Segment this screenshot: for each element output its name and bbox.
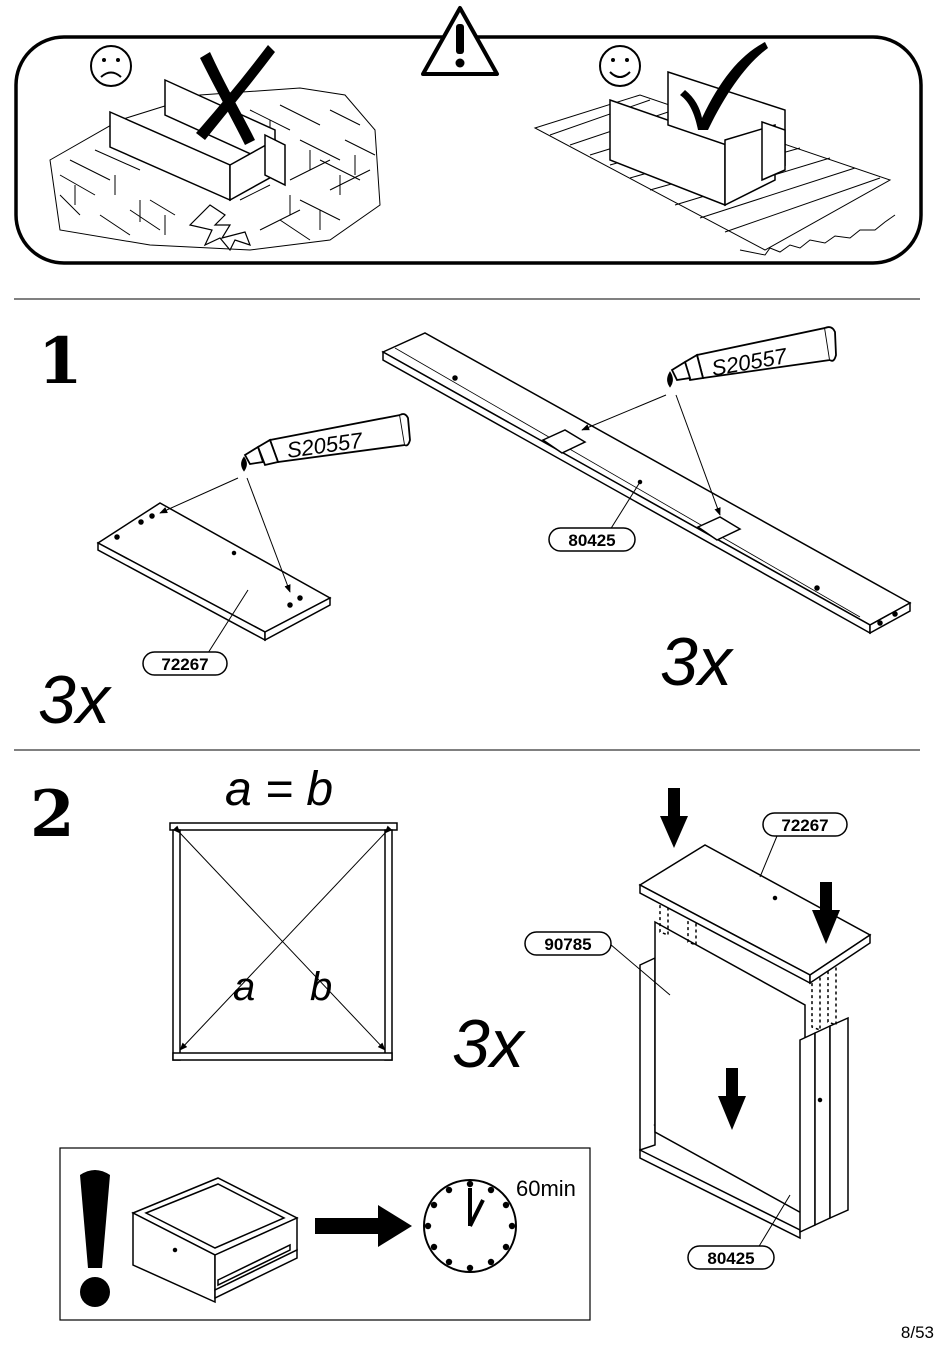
drawer-box-icon <box>131 1177 299 1304</box>
svg-text:72267: 72267 <box>781 816 828 835</box>
glue-label-2: S20557 <box>710 343 790 381</box>
down-arrow-icon-2 <box>812 882 840 944</box>
glue-tube-icon-2 <box>667 326 837 388</box>
part-label-72267-step2: 72267 <box>762 812 848 837</box>
damage-splinters <box>188 204 252 252</box>
svg-text:80425: 80425 <box>707 1249 754 1268</box>
part-label-80425-step1: 80425 <box>548 527 636 552</box>
drying-time-notice: 60min <box>59 1147 591 1321</box>
formula-a-equals-b: a = b <box>225 763 333 816</box>
svg-text:72267: 72267 <box>161 655 208 674</box>
quantity-3x-step2: 3x <box>452 1006 526 1082</box>
glue-label-1: S20557 <box>285 428 364 463</box>
down-arrow-icon-3 <box>718 1068 746 1130</box>
quantity-3x-step1a: 3x <box>38 662 112 738</box>
happy-face-icon <box>599 45 641 87</box>
warning-triangle-icon <box>421 6 499 76</box>
part-label-80425-step2: 80425 <box>687 1245 775 1270</box>
down-arrow-icon-1 <box>660 788 688 848</box>
warning-panel <box>14 6 923 265</box>
wait-time-label: 60min <box>516 1176 576 1201</box>
clock-icon <box>423 1179 517 1273</box>
board-72267-illustration <box>96 502 332 642</box>
sad-face-icon <box>90 45 132 87</box>
svg-text:90785: 90785 <box>544 935 591 954</box>
svg-text:80425: 80425 <box>568 531 615 550</box>
diagonal-label-a: a <box>233 965 255 1009</box>
glue-tube-icon-1 <box>241 413 411 472</box>
right-arrow-icon <box>315 1205 412 1247</box>
cross-mark-icon <box>196 45 275 145</box>
diagonal-label-b: b <box>310 965 332 1009</box>
quantity-3x-step1b: 3x <box>660 624 734 700</box>
exclamation-icon <box>80 1170 110 1307</box>
drawer-assembly-illustration <box>638 844 872 1240</box>
square-check-diagram <box>169 822 398 1061</box>
rail-80425-illustration <box>381 332 912 635</box>
check-mark-icon <box>680 42 768 130</box>
page-number: 8/53 <box>901 1323 934 1342</box>
part-label-72267-step1: 72267 <box>142 651 228 676</box>
part-label-90785: 90785 <box>524 931 612 956</box>
step2-number: 2 <box>30 777 75 852</box>
step1-number: 1 <box>38 324 83 399</box>
drawer-frame-on-carpet <box>609 70 786 207</box>
